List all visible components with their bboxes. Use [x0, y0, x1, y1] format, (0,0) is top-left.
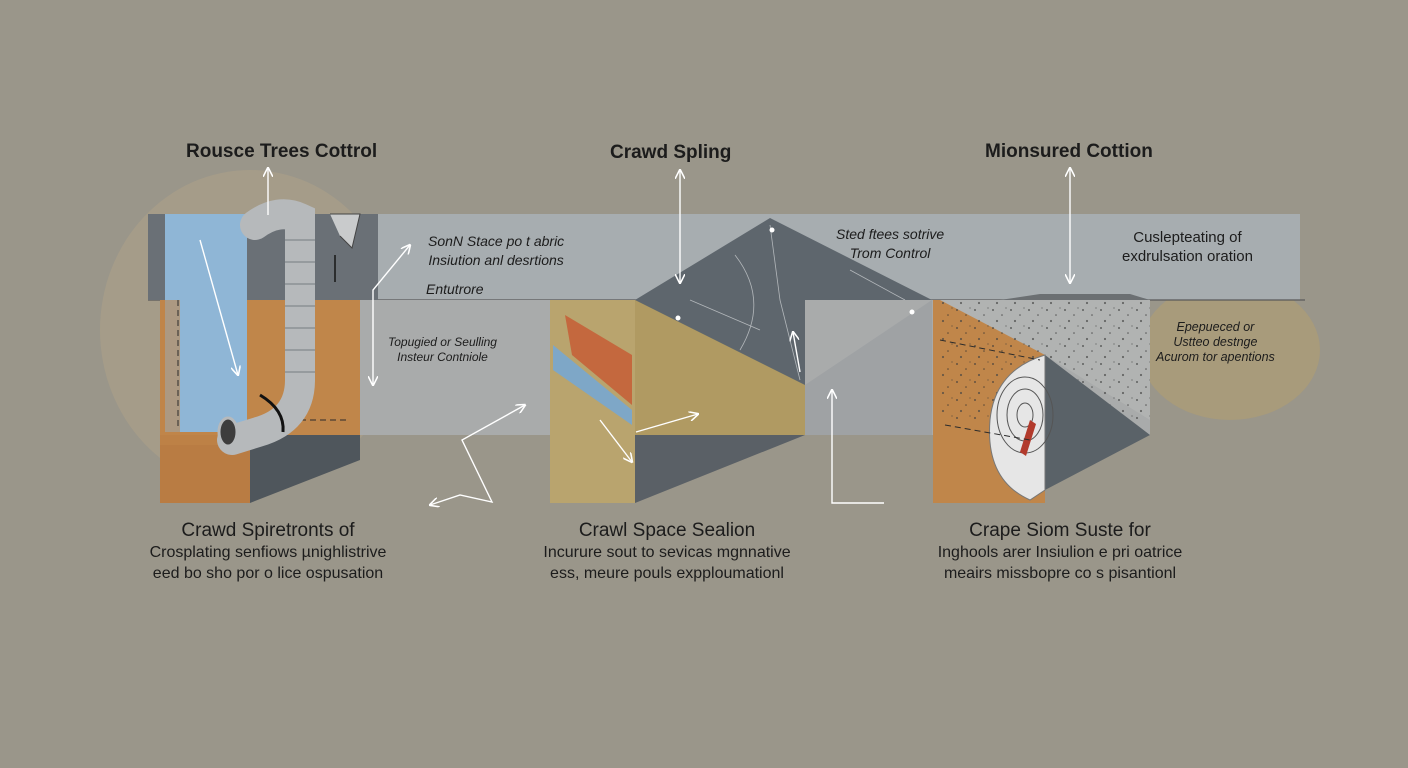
note-line: Cuslepteating of — [1133, 229, 1242, 246]
left-section — [148, 199, 378, 503]
sand-wall — [550, 300, 635, 503]
fastener — [909, 309, 915, 315]
callout-arrow — [430, 405, 525, 505]
callout-arrows — [268, 168, 1070, 505]
fastener — [675, 315, 681, 321]
right-caption: Crape Siom Suste for Inghools arer Insiu… — [928, 520, 1192, 584]
middle-panel-title: Crawd Spling — [610, 142, 732, 163]
pyramid-cracks — [689, 224, 906, 381]
column-shadow — [805, 300, 932, 435]
right-side-note: Epepueced or Ustteo destnge Acurom tor a… — [1156, 320, 1275, 365]
membrane-stripe-blue — [553, 345, 632, 425]
background-wash — [1140, 280, 1320, 420]
note-line: Epepueced or — [1176, 320, 1255, 334]
slate-footing — [250, 435, 360, 503]
slate-wedge — [635, 435, 805, 503]
dashed-guide — [939, 339, 1041, 441]
callout-arrow — [373, 245, 410, 385]
callout-arrow — [599, 419, 632, 462]
callout-arrow — [793, 332, 801, 373]
right-section — [933, 294, 1150, 503]
surface-strip — [1000, 294, 1150, 300]
note-line: Ustteo destnge — [1173, 335, 1258, 349]
membrane-stripe-orange — [565, 315, 632, 405]
red-marker — [1020, 420, 1036, 456]
caption-line: Inghools arer Insiulion e pri oatrice — [937, 544, 1183, 561]
note-line: Acurom tor apentions — [1156, 350, 1275, 364]
caption-title: Crawd Spiretronts of — [181, 520, 355, 541]
caption-line: ess, meure pouls expploumationl — [550, 565, 784, 582]
note-line: Insiution anl desrtions — [428, 252, 564, 268]
note-line: Topugied or Seulling — [388, 335, 497, 349]
middle-right-note: Sted ftees sotrive Trom Control — [836, 225, 944, 263]
callout-arrow — [832, 390, 884, 504]
right-top-note: Cuslepteating of exdrulsation oration — [1122, 228, 1253, 266]
sand-wedge — [635, 300, 805, 435]
slate-ramp — [1045, 355, 1150, 490]
caption-line: meairs missbopre co s pisantionl — [943, 565, 1177, 582]
middle-section — [360, 218, 933, 503]
roll-rings — [996, 376, 1054, 454]
caption-title: Crape Siom Suste for — [969, 520, 1151, 541]
concrete-slab — [360, 300, 550, 435]
caption-line: Crosplating senfiows µnighlistrive — [149, 544, 387, 561]
left-side-note: Topugied or Seulling Insteur Contniole — [388, 335, 497, 365]
entry-note: Entutrore — [426, 281, 484, 297]
left-panel-title: Rousce Trees Cottrol — [186, 141, 378, 162]
middle-top-note: SonN Stace po t abric Insiution anl desr… — [428, 232, 564, 270]
pipe-bracket — [259, 393, 285, 433]
note-line: Sted ftees sotrive — [836, 226, 945, 242]
vent-bracket — [330, 213, 361, 249]
caption-line: Incurure sout to sevicas mgnnative — [543, 544, 791, 561]
callout-arrow — [635, 414, 698, 433]
caption-line: eed bo sho por o lice ospusation — [152, 565, 384, 582]
channel-edge — [160, 300, 245, 445]
note-line: SonN Stace po t abric — [428, 233, 565, 249]
middle-caption: Crawl Space Sealion Incurure sout to sev… — [532, 520, 802, 584]
drain-pipe — [217, 199, 315, 455]
right-panel-title: Mionsured Cottion — [985, 141, 1153, 162]
fastener — [769, 227, 775, 233]
note-line: Insteur Contniole — [397, 350, 488, 364]
note-line: Trom Control — [849, 245, 931, 261]
drain-pipe-ribs — [285, 239, 315, 373]
note-line: exdrulsation oration — [1122, 248, 1253, 265]
caption-title: Crawl Space Sealion — [578, 520, 756, 541]
flow-arrow-shaft — [199, 239, 238, 375]
pipe-outlet — [217, 416, 239, 448]
left-caption: Crawd Spiretronts of Crosplating senfiow… — [138, 520, 398, 584]
